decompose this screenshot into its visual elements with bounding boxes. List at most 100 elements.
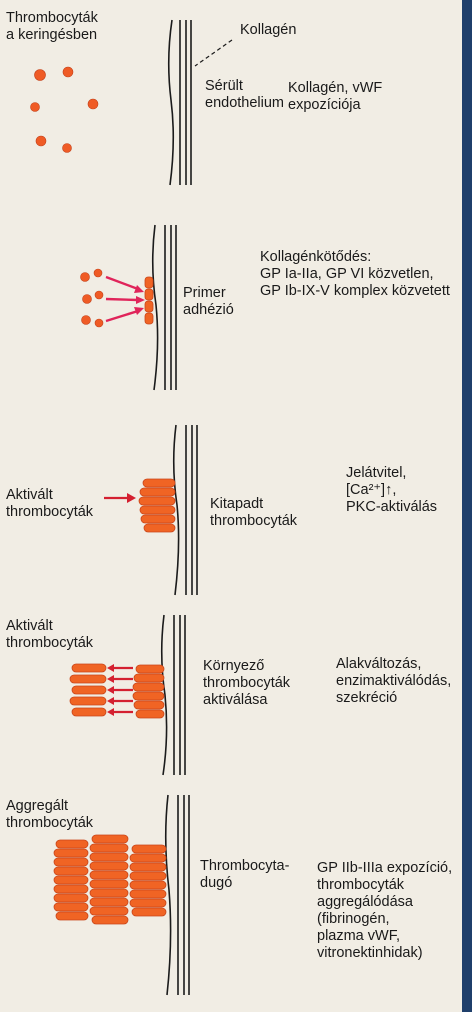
platelet xyxy=(62,143,72,153)
aggregated-platelet xyxy=(89,888,129,898)
aggregated-platelet xyxy=(53,866,89,876)
panel-spreading: Aktivált thrombocyták Kitapadt thrombocy… xyxy=(0,415,462,605)
platelet xyxy=(34,69,46,81)
vessel-wall xyxy=(160,614,186,776)
recruitment-arrowhead xyxy=(107,686,114,694)
aggregated-platelet xyxy=(89,879,129,889)
platelet xyxy=(81,315,91,325)
aggregated-platelet xyxy=(91,915,129,925)
panel2-graphics xyxy=(80,224,177,391)
platelet xyxy=(94,318,104,328)
activated-platelets-label: Aktivált thrombocyták xyxy=(6,487,94,520)
activated-platelets-label: Aktivált thrombocyták xyxy=(6,618,94,651)
recruitment-arrowhead xyxy=(107,664,114,672)
recruitment-arrowhead xyxy=(107,697,114,705)
panel3-graphics xyxy=(104,424,198,596)
vessel-wall xyxy=(167,19,192,186)
spread-platelet xyxy=(142,478,176,488)
aggregated-platelet xyxy=(89,852,129,862)
signaling-label: Jelátvitel, [Ca²⁺]↑, PKC-aktiválás xyxy=(346,465,438,515)
aggregated-platelet xyxy=(53,875,89,885)
spread-platelets-label: Kitapadt thrombocyták xyxy=(210,496,298,529)
recruited-platelet xyxy=(71,663,107,673)
aggregation-label: GP IIb-IIIa expozíció, thrombocyták aggr… xyxy=(317,860,453,961)
spread-platelet xyxy=(140,514,176,524)
aggregated-platelet xyxy=(129,862,167,872)
aggregated-platelet xyxy=(89,870,129,880)
panel5-graphics xyxy=(53,794,190,996)
aggregated-platelet xyxy=(129,880,167,890)
vessel-wall xyxy=(164,794,190,996)
aggregated-platelet xyxy=(129,889,167,899)
adhesion-arrow xyxy=(105,309,139,323)
adhesion-arrowhead xyxy=(136,296,145,304)
platelet xyxy=(62,66,74,78)
recruitment-arrowhead xyxy=(107,675,114,683)
platelet xyxy=(87,98,99,110)
activation-arrowhead xyxy=(127,493,136,503)
panel-aggregation: Aggregált thrombocyták Thrombocyta- dugó… xyxy=(0,790,462,1012)
approaching-platelets xyxy=(80,268,104,328)
aggregated-platelet xyxy=(53,893,89,903)
recruited-platelets xyxy=(69,663,107,717)
activation-arrow xyxy=(104,493,136,503)
aggregated-platelet xyxy=(53,902,89,912)
adhesion-arrowhead xyxy=(134,285,144,293)
surrounding-activation-label: Környező thrombocyták aktiválása xyxy=(203,658,291,708)
recruited-platelet xyxy=(69,696,107,706)
aggregated-platelet xyxy=(53,884,89,894)
adhered-platelet xyxy=(144,312,154,325)
vessel-wall xyxy=(151,224,177,391)
aggregated-platelet xyxy=(89,897,129,907)
aggregated-platelet xyxy=(89,906,129,916)
adhesion-arrow xyxy=(105,275,139,291)
spread-platelet xyxy=(133,673,165,683)
adhered-platelet xyxy=(144,300,154,313)
primary-adhesion-label: Primer adhézió xyxy=(183,285,234,318)
panel1-graphics xyxy=(30,19,233,186)
aggregated-platelet xyxy=(53,857,89,867)
recruited-platelet xyxy=(71,707,107,717)
spread-platelet xyxy=(139,487,176,497)
circulating-platelets-label: Thrombocyták a keringésben xyxy=(6,10,98,43)
aggregated-platelet xyxy=(55,911,89,921)
adhered-platelet-stack xyxy=(132,664,165,719)
spread-platelet xyxy=(143,523,176,533)
recruitment-arrows xyxy=(107,664,133,716)
platelet xyxy=(94,290,104,300)
spread-platelet xyxy=(135,709,165,719)
recruitment-arrowhead xyxy=(107,708,114,716)
platelet xyxy=(93,268,103,278)
recruited-platelet xyxy=(71,685,107,695)
aggregated-platelet xyxy=(129,898,167,908)
spread-platelet xyxy=(138,496,176,506)
platelet-plug-label: Thrombocyta- dugó xyxy=(200,858,290,891)
collagen-pointer xyxy=(194,39,233,67)
response-label: Alakváltozás, enzimaktiválódás, szekréci… xyxy=(336,656,452,706)
spread-platelet xyxy=(132,691,165,701)
spread-platelets xyxy=(138,478,176,533)
spread-platelet xyxy=(139,505,176,515)
spread-platelet xyxy=(133,700,165,710)
adhesion-arrowhead xyxy=(134,307,144,315)
recruited-platelet xyxy=(69,674,107,684)
spread-platelet xyxy=(132,682,165,692)
aggregated-platelet xyxy=(129,853,167,863)
aggregated-platelet xyxy=(91,834,129,844)
vessel-wall xyxy=(172,424,198,596)
platelet-plug xyxy=(53,834,167,925)
exposure-label: Kollagén, vWF expozíciója xyxy=(288,80,383,113)
adhesion-arrows xyxy=(105,275,145,323)
collagen-label: Kollagén xyxy=(240,22,297,38)
circulating-platelets xyxy=(30,66,99,153)
aggregated-platelet xyxy=(131,844,167,854)
aggregated-platelet xyxy=(53,848,89,858)
collagen-binding-label: Kollagénkötődés: GP Ia-IIa, GP VI közvet… xyxy=(260,249,450,299)
adhesion-arrow xyxy=(105,297,139,302)
aggregated-platelet xyxy=(131,907,167,917)
platelet xyxy=(82,294,92,304)
panel-activation: Aktivált thrombocyták Környező thrombocy… xyxy=(0,610,462,780)
panel4-graphics xyxy=(69,614,186,776)
panel-circulation: Thrombocyták a keringésben Kollagén Sérü… xyxy=(0,0,462,190)
